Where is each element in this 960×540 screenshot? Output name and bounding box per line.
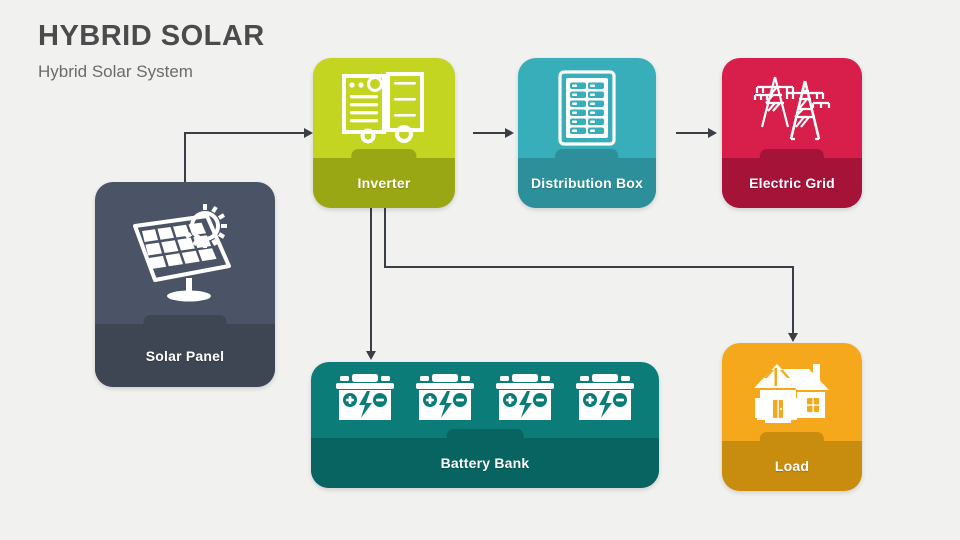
- inverter-icon-area: [313, 58, 455, 158]
- arrowhead-inverter-to-distribution: [505, 128, 514, 138]
- load-icon-area: [722, 343, 862, 441]
- node-label-load: Load: [774, 458, 810, 474]
- node-label-electric-grid: Electric Grid: [749, 175, 835, 191]
- inverter-label-band: Inverter: [313, 149, 455, 208]
- node-inverter[interactable]: Inverter: [313, 58, 455, 208]
- connector-solar-to-inverter-horizontal: [184, 132, 304, 134]
- node-label-distribution-box: Distribution Box: [530, 175, 644, 191]
- electric-grid-label-band: Electric Grid: [722, 149, 862, 208]
- electric-grid-icon-area: [722, 58, 862, 158]
- battery-icon: [336, 374, 394, 420]
- arrowhead-distribution-to-grid: [708, 128, 717, 138]
- connector-solar-to-inverter-vertical: [184, 132, 186, 184]
- label-notch: [759, 149, 825, 161]
- label-notch: [555, 149, 619, 161]
- node-battery-bank[interactable]: Battery Bank: [311, 362, 659, 488]
- inverter-icon: [342, 72, 424, 144]
- connector-inverter-to-battery: [370, 205, 372, 351]
- solar-panel-icon-area: [95, 182, 275, 324]
- page-subtitle: Hybrid Solar System: [38, 62, 193, 81]
- house-icon: [754, 364, 829, 423]
- node-load[interactable]: Load: [722, 343, 862, 491]
- battery-bank-label-band: Battery Bank: [311, 429, 659, 488]
- label-notch: [143, 315, 227, 327]
- label-notch: [759, 432, 825, 444]
- battery-icon: [416, 374, 474, 420]
- label-notch: [446, 429, 524, 441]
- connector-inverter-to-load-horizontal: [384, 266, 794, 268]
- battery-icon: [496, 374, 554, 420]
- node-distribution-box[interactable]: Distribution Box: [518, 58, 656, 208]
- battery-bank-icon-area: [311, 362, 659, 438]
- node-label-inverter: Inverter: [357, 175, 411, 191]
- arrowhead-solar-to-inverter: [304, 128, 313, 138]
- battery-icon: [576, 374, 634, 420]
- electric-grid-icon: [753, 76, 831, 141]
- node-electric-grid[interactable]: Electric Grid: [722, 58, 862, 208]
- arrowhead-inverter-to-load: [788, 333, 798, 342]
- label-notch: [351, 149, 417, 161]
- page-title: HYBRID SOLAR: [38, 20, 265, 52]
- node-label-solar-panel: Solar Panel: [145, 347, 225, 364]
- solar-panel-icon: [133, 204, 231, 302]
- distribution-box-icon: [558, 70, 616, 146]
- load-label-band: Load: [722, 432, 862, 491]
- node-solar-panel[interactable]: Solar Panel: [95, 182, 275, 387]
- connector-inverter-to-load-vertical-1: [384, 205, 386, 268]
- connector-inverter-to-distribution: [473, 132, 505, 134]
- distribution-box-icon-area: [518, 58, 656, 158]
- arrowhead-inverter-to-battery: [366, 351, 376, 360]
- connector-inverter-to-load-vertical-2: [792, 266, 794, 333]
- distribution-box-label-band: Distribution Box: [518, 149, 656, 208]
- solar-panel-label-band: Solar Panel: [95, 315, 275, 387]
- connector-distribution-to-grid: [676, 132, 708, 134]
- node-label-battery-bank: Battery Bank: [440, 455, 530, 471]
